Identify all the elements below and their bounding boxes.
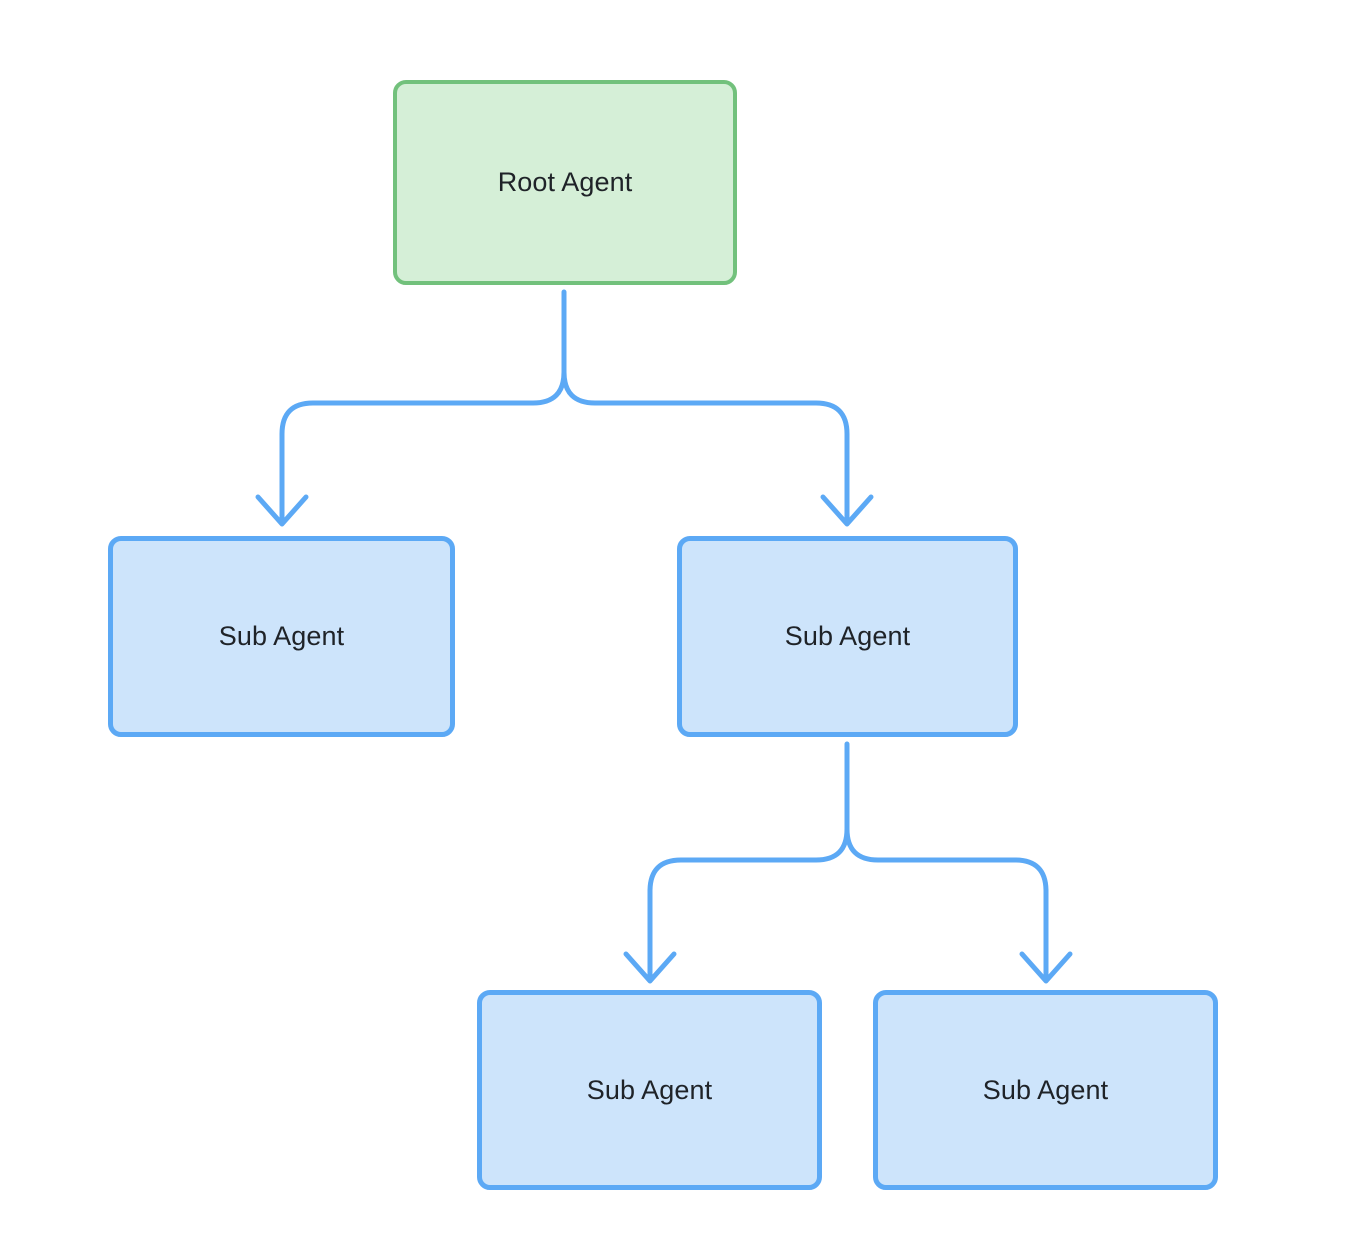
node-label-root-agent: Root Agent <box>497 167 633 198</box>
node-sub-agent-3[interactable]: Sub Agent <box>477 990 822 1190</box>
node-sub-agent-4[interactable]: Sub Agent <box>873 990 1218 1190</box>
edge-sub2-to-sub4-arrowhead <box>1019 951 1073 984</box>
edge-root-to-sub1-path <box>279 369 567 526</box>
node-label-sub-agent-4: Sub Agent <box>982 1074 1109 1105</box>
node-sub-agent-2[interactable]: Sub Agent <box>677 536 1018 737</box>
node-label-sub-agent-2: Sub Agent <box>784 621 911 652</box>
edge-root-to-sub2-path <box>561 369 850 526</box>
node-sub-agent-1[interactable]: Sub Agent <box>108 536 455 737</box>
node-label-sub-agent-3: Sub Agent <box>586 1074 713 1105</box>
edge-sub2-to-sub4-path <box>844 826 1049 983</box>
edge-root-to-sub1-arrowhead <box>255 494 309 527</box>
edge-root-to-sub2-arrowhead <box>820 494 874 527</box>
edge-sub2-to-sub3-arrowhead <box>623 951 677 984</box>
edge-sub2-to-sub3-path <box>647 826 850 983</box>
node-label-sub-agent-1: Sub Agent <box>218 621 345 652</box>
node-root-agent[interactable]: Root Agent <box>393 80 737 285</box>
